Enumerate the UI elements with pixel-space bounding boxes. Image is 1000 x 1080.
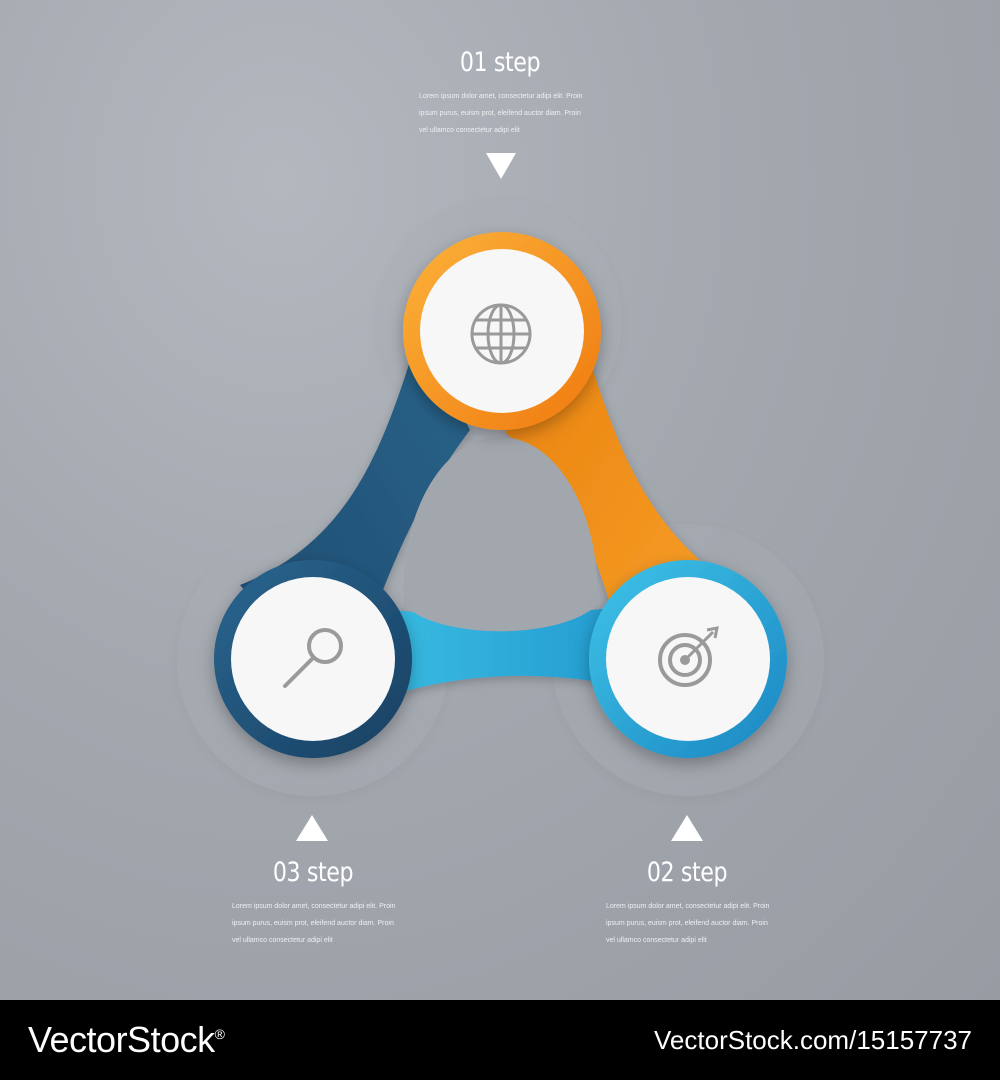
step-03-desc-line-1: Lorem ipsum dolor amet, consectetur adip… bbox=[232, 903, 396, 910]
step-02-desc-line-1: Lorem ipsum dolor amet, consectetur adip… bbox=[606, 903, 770, 910]
footer-brand-name: VectorStock bbox=[28, 1019, 215, 1060]
step-01-desc-line-3: vel ullamco consectetur adipi elit bbox=[419, 127, 520, 134]
step-01-desc-line-1: Lorem ipsum dolor amet, consectetur adip… bbox=[419, 93, 583, 100]
step-01-arrow-down bbox=[486, 153, 516, 179]
step-02-arrow-up bbox=[671, 815, 703, 841]
magnifier-icon bbox=[283, 628, 343, 688]
watermark-footer: VectorStock® VectorStock.com/15157737 bbox=[0, 1000, 1000, 1080]
step-03-description: Lorem ipsum dolor amet, consectetur adip… bbox=[232, 898, 410, 949]
step-03-title: 03 step bbox=[272, 857, 354, 888]
step-02-title: 02 step bbox=[646, 857, 728, 888]
step-03-desc-line-2: ipsum purus, euism prot, eleifend auctor… bbox=[232, 920, 394, 927]
step-02-desc-line-3: vel ullamco consectetur adipi elit bbox=[606, 937, 707, 944]
step-01-desc-line-2: ipsum purus, euism prot, eleifend auctor… bbox=[419, 110, 581, 117]
footer-brand: VectorStock® bbox=[28, 1019, 225, 1061]
footer-brand-mark: ® bbox=[214, 1026, 225, 1042]
band-blue bbox=[330, 600, 680, 720]
step-02-description: Lorem ipsum dolor amet, consectetur adip… bbox=[606, 898, 784, 949]
step-03-arrow-up bbox=[296, 815, 328, 841]
step-01-title: 01 step bbox=[459, 47, 541, 78]
target-icon bbox=[658, 626, 719, 687]
step-03-desc-line-3: vel ullamco consectetur adipi elit bbox=[232, 937, 333, 944]
center-hole bbox=[403, 437, 598, 632]
step-01-description: Lorem ipsum dolor amet, consectetur adip… bbox=[419, 88, 597, 139]
three-step-cycle-diagram bbox=[177, 198, 824, 796]
footer-image-url: VectorStock.com/15157737 bbox=[654, 1024, 972, 1055]
infographic-canvas: 01 step Lorem ipsum dolor amet, consecte… bbox=[0, 0, 1000, 1000]
globe-icon bbox=[470, 303, 532, 365]
step-02-desc-line-2: ipsum purus, euism prot, eleifend auctor… bbox=[606, 920, 768, 927]
